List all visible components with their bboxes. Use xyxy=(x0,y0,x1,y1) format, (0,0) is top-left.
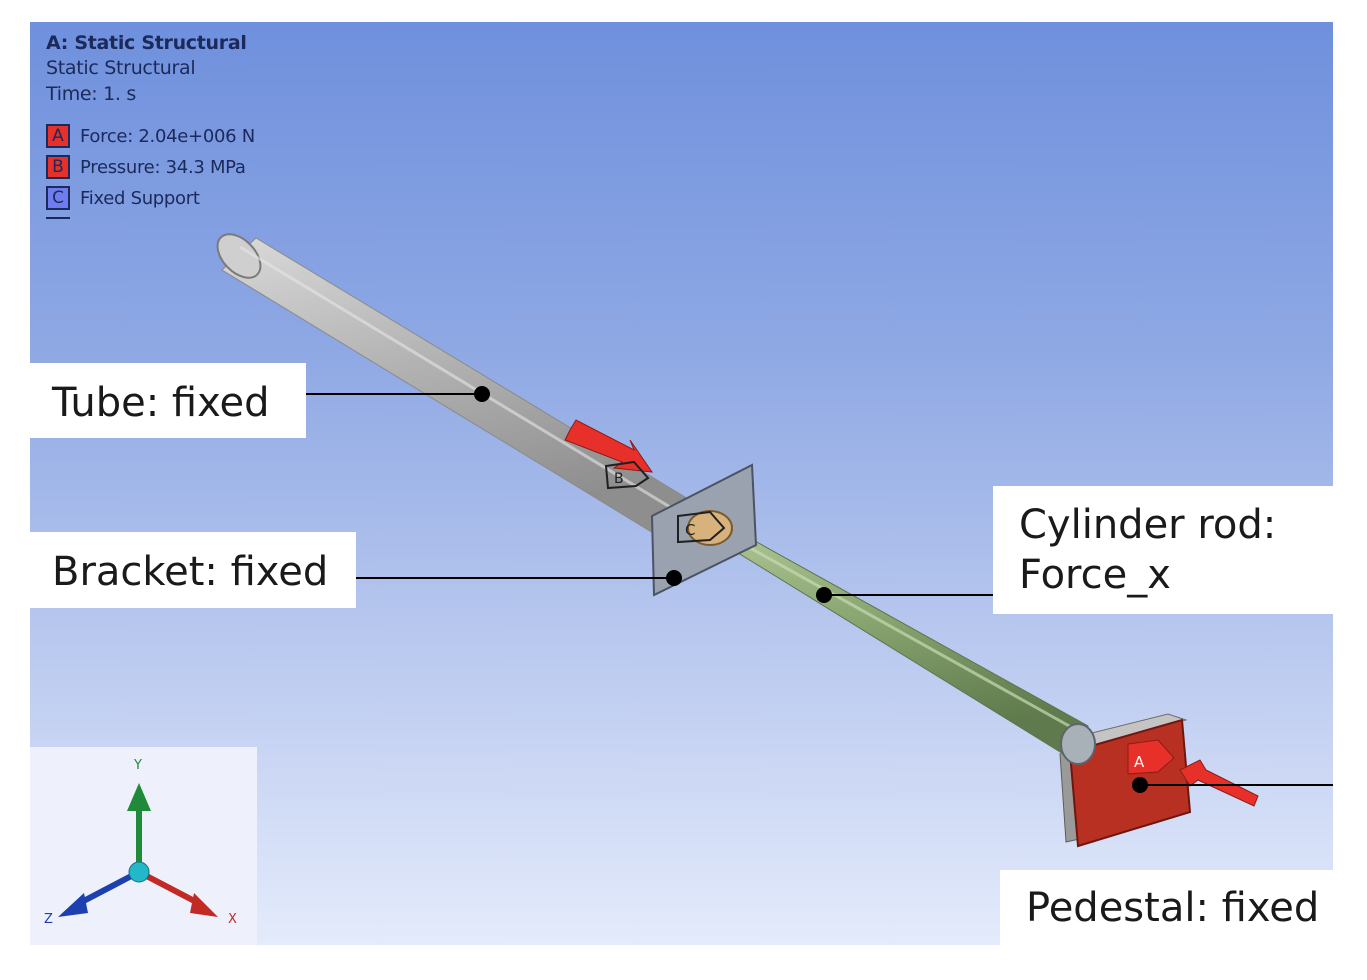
triad-z-label: Z xyxy=(44,912,53,927)
force-arrow xyxy=(1179,759,1259,807)
force-tag xyxy=(1127,739,1175,775)
triad-z-arrowhead xyxy=(58,893,88,917)
analysis-type: Static Structural xyxy=(46,57,196,79)
callout-pedestal-text: Pedestal: fixed xyxy=(1026,885,1320,931)
callout-bracket: Bracket: fixed xyxy=(30,532,356,608)
callout-tube: Tube: fixed xyxy=(30,363,306,438)
rod-highlight xyxy=(699,518,1081,734)
legend-item-fixed-support[interactable]: C Fixed Support xyxy=(46,185,200,211)
pressure-tag xyxy=(604,460,650,490)
bracket-leader-dot xyxy=(666,570,682,586)
legend-label-fixed-support: Fixed Support xyxy=(80,187,200,209)
tube-end-cap xyxy=(216,233,262,279)
triad-x-arrowhead xyxy=(190,893,218,917)
legend-swatch-fixed-support: C xyxy=(46,186,70,210)
triad-y-arrowhead xyxy=(127,783,151,811)
triad-z-axis xyxy=(74,869,141,908)
pressure-arrow xyxy=(564,419,654,473)
rod-leader-dot xyxy=(816,587,832,603)
pressure-tag-label: B xyxy=(614,471,624,487)
analysis-time: Time: 1. s xyxy=(46,83,137,105)
callout-tube-text: Tube: fixed xyxy=(52,380,270,426)
model-scene[interactable]: B C A xyxy=(30,22,1333,945)
fixed-support-tag xyxy=(677,510,726,544)
fixed-support-tag-label: C xyxy=(685,521,695,539)
callout-bracket-text: Bracket: fixed xyxy=(52,549,329,595)
callout-cylinder-rod: Cylinder rod: Force_x xyxy=(993,486,1333,614)
coordinate-triad[interactable]: Y X Z xyxy=(30,747,257,945)
legend-label-pressure: Pressure: 34.3 MPa xyxy=(80,156,246,178)
triad-x-label: X xyxy=(228,912,237,927)
callout-rod-line1: Cylinder rod: xyxy=(1019,502,1277,548)
force-tag-label: A xyxy=(1134,753,1145,771)
legend-item-force[interactable]: A Force: 2.04e+006 N xyxy=(46,123,255,149)
pedestal-leader-dot xyxy=(1132,777,1148,793)
tube-highlight xyxy=(239,245,676,512)
triad-y-label: Y xyxy=(133,758,142,773)
legend-item-pressure[interactable]: B Pressure: 34.3 MPa xyxy=(46,154,246,180)
triad-origin xyxy=(128,861,150,883)
rod-end-fitting xyxy=(1060,723,1096,765)
callout-pedestal: Pedestal: fixed xyxy=(1000,870,1333,945)
legend-swatch-force: A xyxy=(46,124,70,148)
tube-leader-dot xyxy=(474,386,490,402)
triad-x-axis xyxy=(137,869,204,908)
legend-swatch-pressure: B xyxy=(46,155,70,179)
legend-underline xyxy=(46,217,70,219)
analysis-title: A: Static Structural xyxy=(46,32,247,54)
legend-label-force: Force: 2.04e+006 N xyxy=(80,125,255,147)
callout-rod-line2: Force_x xyxy=(1019,552,1171,598)
